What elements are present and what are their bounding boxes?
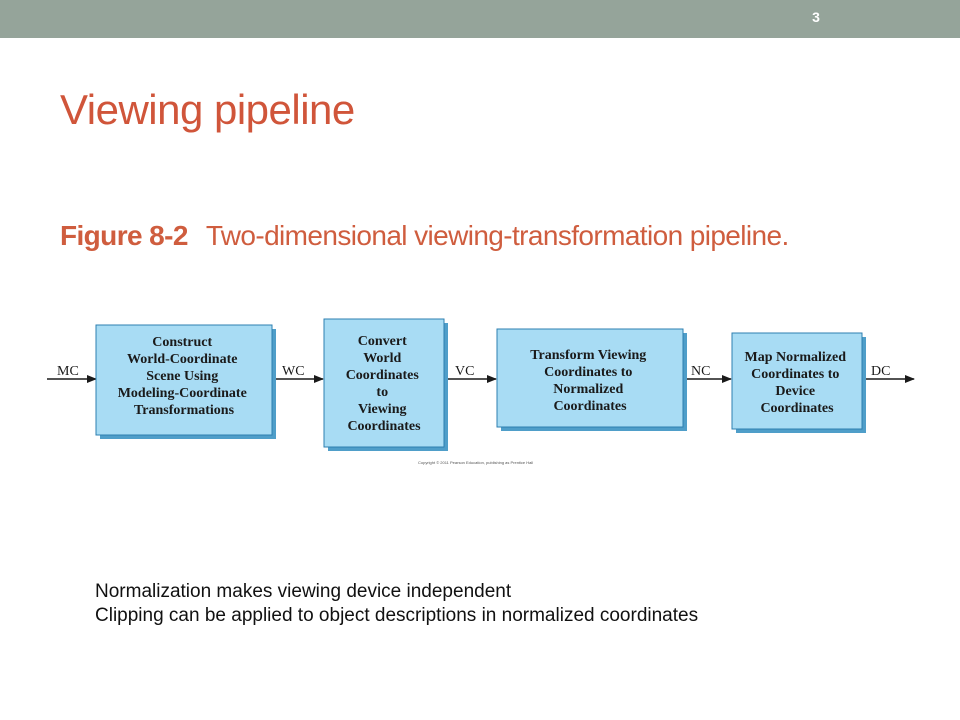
figure-caption: Figure 8-2 Two-dimensional viewing-transf…: [60, 220, 789, 252]
stage-box-construct-scene: Construct World-Coordinate Scene Using M…: [95, 324, 276, 439]
stage-4-line: Map Normalized: [745, 350, 847, 365]
stage-box-transform-viewing: Transform Viewing Coordinates to Normali…: [496, 328, 687, 431]
stage-2-line: World: [363, 351, 401, 366]
svg-text:Construct World-Coordina: Construct World-Coordinate Scene Using M…: [118, 335, 251, 418]
stage-4-line: Coordinates to: [751, 367, 839, 382]
top-bar: 3: [0, 0, 960, 38]
stage-4-line: Device: [775, 384, 815, 399]
note-line: Normalization makes viewing device indep…: [95, 581, 512, 602]
stage-3-line: Normalized: [553, 382, 623, 397]
stage-1-line: World-Coordinate: [127, 352, 237, 367]
viewing-pipeline-diagram: MC WC VC NC DC Construct World-Coordinat…: [47, 318, 915, 465]
stage-2-line: Coordinates: [347, 419, 421, 434]
stage-4-line: Coordinates: [760, 401, 834, 416]
stage-1-line: Modeling-Coordinate: [118, 386, 247, 401]
svg-text:Transform Viewing Coordi: Transform Viewing Coordinates to Normali…: [530, 348, 650, 414]
stage-2-line: to: [376, 385, 388, 400]
figure-label: Figure 8-2: [60, 220, 188, 251]
stage-2-line: Convert: [358, 334, 407, 349]
flow-label-vc: VC: [455, 364, 474, 379]
stage-3-line: Coordinates: [553, 399, 627, 414]
stage-box-convert-world: Convert World Coordinates to Viewing Coo…: [323, 318, 448, 451]
stage-box-map-normalized: Map Normalized Coordinates to Device Coo…: [731, 332, 866, 433]
stage-2-line: Viewing: [358, 402, 406, 417]
stage-1-line: Construct: [152, 335, 212, 350]
notes: Normalization makes viewing device indep…: [95, 580, 698, 628]
flow-label-wc: WC: [282, 364, 305, 379]
figure-caption-text: Two-dimensional viewing-transformation p…: [205, 220, 789, 251]
slide-title: Viewing pipeline: [60, 86, 355, 133]
stage-3-line: Transform Viewing: [530, 348, 646, 363]
slide-number: 3: [812, 9, 820, 25]
svg-text:Convert World Coor: Convert World Coordinates to Viewing Coo…: [346, 334, 423, 434]
flow-label-nc: NC: [691, 364, 710, 379]
svg-text:Map Normalized Coordinat: Map Normalized Coordinates to Device Coo…: [745, 350, 850, 416]
copyright-notice: Copyright © 2011 Pearson Education, publ…: [418, 460, 533, 465]
stage-3-line: Coordinates to: [544, 365, 632, 380]
stage-1-line: Transformations: [134, 403, 235, 418]
flow-label-mc: MC: [57, 364, 79, 379]
stage-2-line: Coordinates: [346, 368, 420, 383]
flow-label-dc: DC: [871, 364, 890, 379]
stage-1-line: Scene Using: [146, 369, 218, 384]
note-line: Clipping can be applied to object descri…: [95, 605, 699, 626]
